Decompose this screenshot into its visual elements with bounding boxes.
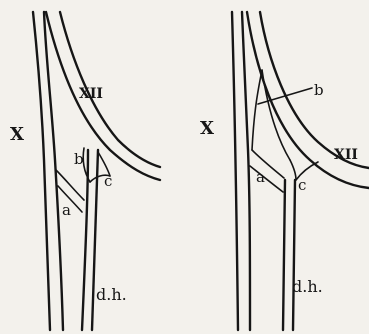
right-branch-a-2 <box>250 166 283 192</box>
left-label-b: b <box>74 150 84 168</box>
left-label-xii: XII <box>79 86 103 102</box>
right-label-c: c <box>298 176 306 194</box>
right-dh-outer <box>283 180 285 330</box>
right-dh-inner <box>293 180 295 330</box>
right-branch-c-1 <box>290 160 296 180</box>
left-panel: X XII b c a d.h. <box>10 12 160 330</box>
right-label-x: X <box>200 118 214 139</box>
left-nerve-xii-inner <box>60 12 160 167</box>
left-branch-a-upper <box>56 170 84 200</box>
left-label-x: X <box>10 124 24 145</box>
left-label-dh: d.h. <box>96 285 127 304</box>
right-label-a: a <box>256 168 265 186</box>
left-nerve-xii-outer <box>46 12 160 180</box>
right-label-dh: d.h. <box>292 277 323 296</box>
right-nerve-x-outer <box>232 12 238 330</box>
right-branch-b-1 <box>252 70 262 150</box>
left-label-a: a <box>62 201 71 219</box>
left-label-c: c <box>104 172 112 190</box>
right-branch-b-2 <box>262 70 290 160</box>
right-label-xii: XII <box>334 147 358 163</box>
right-nerve-x-inner <box>242 12 250 330</box>
right-label-b: b <box>314 81 324 99</box>
right-panel: X XII b a c d.h. <box>200 12 369 330</box>
